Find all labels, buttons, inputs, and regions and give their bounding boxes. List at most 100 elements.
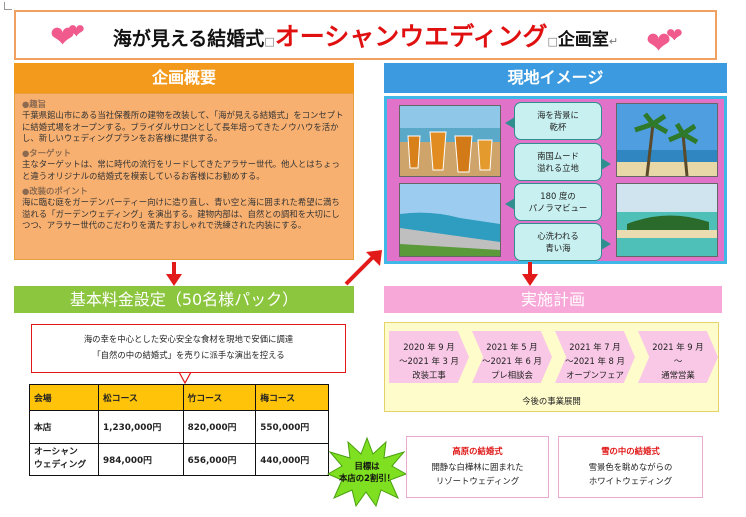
arrow-icon: [344, 250, 382, 286]
table-row: 本店 1,230,000円 820,000円 550,000円: [29, 410, 329, 444]
callout-text: 海を背景に: [537, 110, 579, 120]
page-title: 海が見える結婚式□オーシャンウエディング□企画室↵: [16, 12, 715, 58]
callout-pointer: [601, 238, 611, 250]
section-base-price: 基本料金設定（50名様パック）: [14, 286, 354, 313]
callout-pointer: [505, 198, 515, 210]
callout-text: 南国ムード: [537, 151, 579, 161]
format-mark: □: [547, 35, 558, 48]
table-header: 会場: [29, 383, 99, 412]
format-mark: □: [264, 35, 275, 48]
photo-island: [616, 183, 718, 257]
card-line: ホワイトウェディング: [588, 476, 673, 486]
arrow-icon: [522, 262, 538, 286]
title-part2: オーシャンウエディング: [274, 22, 548, 51]
schedule-step: 2021 年 7 月 ～2021 年 8 月 オープンフェア: [555, 331, 635, 383]
heart-icon: ❤: [666, 23, 683, 47]
step-line: ～2021 年 6 月: [482, 356, 542, 366]
venue-line: オーシャン: [34, 447, 78, 458]
future-plan-card: 高原の結婚式 開静な白樺林に囲まれた リゾートウェディング: [406, 436, 549, 498]
callout-tropical: 南国ムード 溢れる立地: [514, 143, 611, 181]
proposal-line1: 海の幸を中心とした安心安全な食材を現地で安価に調達: [83, 334, 294, 344]
card-title: 雪の中の結婚式: [601, 446, 660, 456]
callout-text: 乾杯: [549, 122, 567, 132]
section-implementation: 実施計画: [384, 286, 722, 313]
photo-toast: [399, 105, 501, 177]
table-header: 松コース: [98, 383, 184, 412]
photo-coastline: [399, 183, 501, 257]
callout-text: 心洗われる: [537, 231, 579, 241]
arrow-icon: [178, 372, 192, 384]
table-row: オーシャン ウェディング 984,000円 656,000円 440,000円: [29, 442, 329, 477]
callout-panorama: 180 度の パノラマビュー: [505, 183, 602, 221]
table-header: 竹コース: [182, 383, 257, 412]
venue-line: ウェディング: [34, 460, 87, 471]
title-part1: 海が見える結婚式: [112, 28, 265, 50]
table-cell-venue: オーシャン ウェディング: [29, 442, 99, 477]
schedule-caption: 今後の事業展開: [522, 396, 581, 406]
table-cell: 984,000円: [98, 442, 184, 477]
points-text: 海に臨む庭をガーデンパーティー向けに造り直し、青い空と海に囲まれた希望に満ち溢れ…: [22, 197, 340, 230]
step-line: 2021 年 9 月: [652, 342, 704, 352]
step-line: 2021 年 7 月: [569, 342, 621, 352]
heart-icon: ❤: [646, 26, 672, 61]
table-header-row: 会場 松コース 竹コース 梅コース: [29, 383, 329, 412]
photo-palm-beach: [616, 103, 718, 177]
schedule-step: 2021 年 5 月 ～2021 年 6 月 プレ相談会: [472, 331, 552, 383]
step-line: オープンフェア: [566, 370, 624, 380]
title-part3: 企画室: [557, 30, 609, 50]
section-site-image: 現地イメージ: [384, 63, 727, 93]
heart-icon: ❤: [50, 20, 76, 55]
schedule-step: 2021 年 9 月 ～ 通常営業: [638, 331, 718, 383]
card-title: 高原の結婚式: [452, 446, 503, 456]
purpose-text: 千葉県館山市にある当社保養所の建物を改装して、「海が見える結婚式」をコンセプトに…: [22, 110, 344, 143]
proposal-box: 海の幸を中心とした安心安全な食材を現地で安価に調達 「自然の中の結婚式」を売りに…: [31, 324, 346, 373]
callout-pointer: [505, 117, 515, 129]
step-line: 通常営業: [661, 370, 695, 380]
target-text: 主なターゲットは、常に時代の流行をリードしてきたアラサー世代。他人とはちょっと違…: [22, 159, 340, 181]
callout-text: 180 度の: [540, 191, 576, 201]
arrow-icon: [166, 262, 182, 286]
callout-pointer: [601, 158, 611, 170]
schedule-box: 2020 年 9 月 ～2021 年 3 月 改装工事 2021 年 5 月 ～…: [384, 322, 719, 412]
step-line: ～2021 年 8 月: [565, 356, 625, 366]
callout-toast: 海を背景に 乾杯: [505, 102, 602, 140]
section-plan-overview: 企画概要: [14, 63, 354, 93]
future-plan-card: 雪の中の結婚式 雪景色を眺めながらの ホワイトウェディング: [558, 436, 703, 498]
table-cell-venue: 本店: [29, 410, 99, 444]
starburst-icon: [326, 436, 408, 508]
table-cell: 1,230,000円: [98, 410, 184, 444]
plan-overview-body: ●趣旨 千葉県館山市にある当社保養所の建物を改装して、「海が見える結婚式」をコン…: [14, 93, 354, 260]
callout-text: 溢れる立地: [537, 163, 579, 173]
callout-text: パノラマビュー: [528, 203, 588, 213]
points-heading: ●改装のポイント: [22, 186, 88, 197]
card-line: 雪景色を眺めながらの: [588, 462, 673, 472]
paragraph-mark: ↵: [608, 35, 619, 48]
schedule-step: 2020 年 9 月 ～2021 年 3 月 改装工事: [389, 331, 469, 383]
target-burst-text: 目標は 本店の2割引！: [336, 460, 398, 484]
purpose-heading: ●趣旨: [22, 99, 47, 109]
page-corner-mark: [4, 2, 12, 10]
site-image-panel: 海を背景に 乾杯 南国ムード 溢れる立地 180 度の パノラマビュー 心洗われ…: [384, 96, 727, 264]
burst-line: 目標は: [354, 461, 380, 471]
table-cell: 440,000円: [255, 442, 329, 477]
callout-blue-sea: 心洗われる 青い海: [514, 223, 611, 261]
table-cell: 820,000円: [182, 410, 257, 444]
price-table: 会場 松コース 竹コース 梅コース 本店 1,230,000円 820,000円…: [29, 383, 329, 477]
step-line: 改装工事: [412, 370, 446, 380]
table-cell: 656,000円: [182, 442, 257, 477]
step-line: プレ相談会: [491, 370, 533, 380]
step-line: ～2021 年 3 月: [399, 356, 459, 366]
step-line: 2020 年 9 月: [403, 342, 455, 352]
card-line: リゾートウェディング: [435, 476, 520, 486]
target-heading: ●ターゲット: [22, 148, 72, 159]
step-line: 2021 年 5 月: [486, 342, 538, 352]
step-line: ～: [673, 356, 683, 366]
table-cell: 550,000円: [255, 410, 329, 444]
card-line: 開静な白樺林に囲まれた: [431, 462, 524, 472]
title-box: 海が見える結婚式□オーシャンウエディング□企画室↵: [14, 10, 717, 60]
callout-text: 青い海: [545, 243, 571, 253]
proposal-line2: 「自然の中の結婚式」を売りに派手な演出を控える: [92, 350, 285, 360]
table-header: 梅コース: [255, 383, 329, 412]
heart-icon: ❤: [68, 19, 85, 43]
burst-line: 本店の2割引！: [338, 473, 396, 483]
